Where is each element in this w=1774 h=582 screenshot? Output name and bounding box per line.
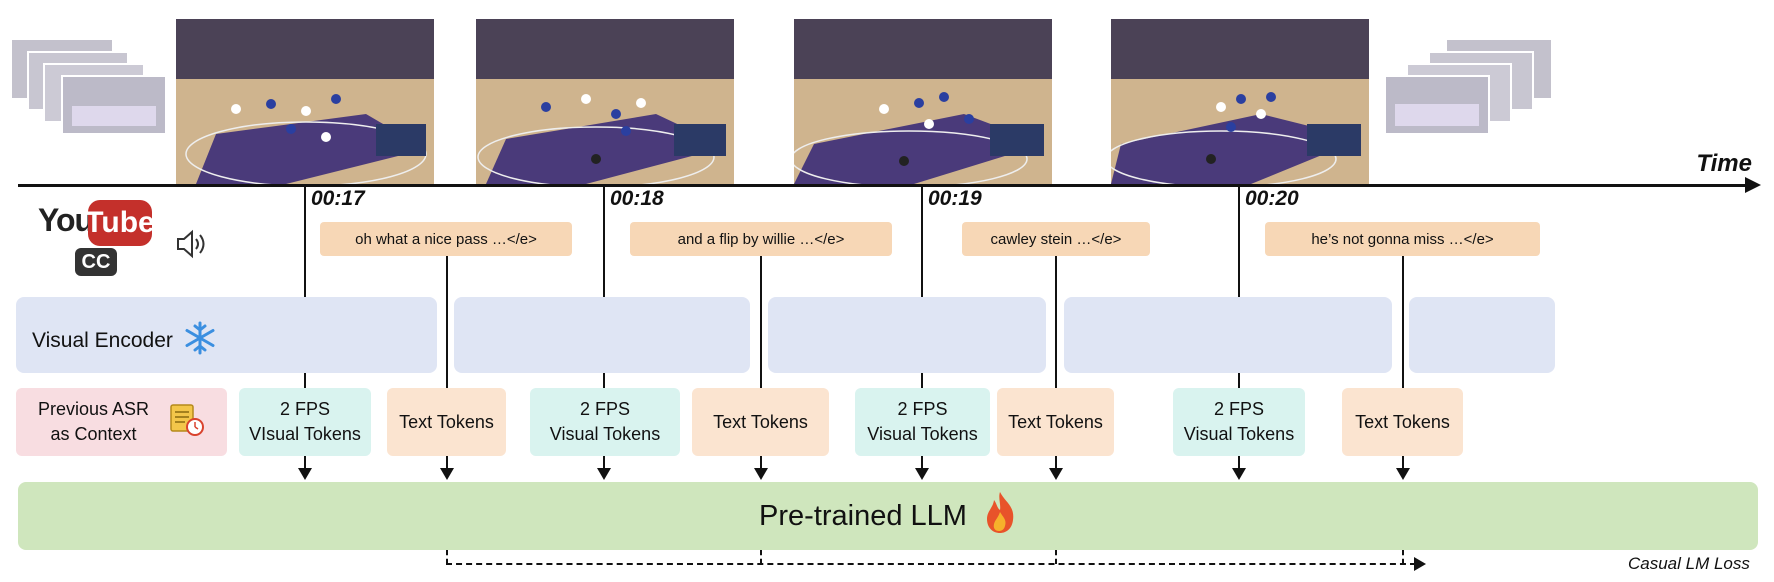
visual-encoder-block	[768, 297, 1046, 373]
timeline-axis	[18, 184, 1748, 187]
llm-label: Pre-trained LLM	[759, 499, 967, 532]
arrow-down-icon	[597, 468, 611, 480]
caption-connector	[1055, 256, 1057, 470]
pretrained-llm-block: Pre-trained LLM	[18, 482, 1758, 550]
fire-icon	[983, 490, 1017, 542]
visual-encoder-label: Visual Encoder	[32, 329, 173, 352]
visual-encoder-block	[1064, 297, 1392, 373]
basketball-frame-image	[1111, 19, 1369, 184]
arrow-down-icon	[1232, 468, 1246, 480]
visual-tokens-line1: 2 FPS	[1213, 399, 1264, 419]
visual-tokens-line1: 2 FPS	[897, 399, 948, 419]
visual-tokens-line1: 2 FPS	[279, 399, 331, 419]
text-tokens-block: Text Tokens	[387, 388, 506, 456]
caption-connector	[1402, 256, 1404, 470]
asr-caption: he’s not gonna miss …</e>	[1265, 222, 1540, 256]
previous-asr-context-token: Previous ASR as Context	[16, 388, 227, 456]
stacked-frames-image	[1384, 40, 1551, 135]
logo-you-text: You	[38, 202, 94, 238]
logo-tube-badge: Tube	[85, 200, 155, 246]
asr-caption: cawley stein …</e>	[962, 222, 1150, 256]
arrow-down-icon	[1049, 468, 1063, 480]
timestamp: 00:20	[1245, 187, 1299, 210]
arrow-down-icon	[298, 468, 312, 480]
visual-tokens-line2: VIsual Tokens	[249, 424, 361, 444]
basketball-frame-image	[794, 19, 1052, 184]
video-frame	[794, 19, 1052, 184]
text-tokens-block: Text Tokens	[1342, 388, 1463, 456]
visual-tokens-block: 2 FPS Visual Tokens	[530, 388, 680, 456]
asr-caption: oh what a nice pass …</e>	[320, 222, 572, 256]
visual-encoder-block	[454, 297, 750, 373]
basketball-frame-image	[476, 19, 734, 184]
loss-label: Casual LM Loss	[1628, 554, 1750, 573]
visual-tokens-line1: 2 FPS	[579, 399, 630, 419]
timestamp: 00:18	[610, 187, 664, 210]
youtube-cc-logo: You Tube CC	[38, 200, 155, 278]
video-frame	[1111, 19, 1369, 184]
loss-connector	[760, 550, 762, 564]
caption-connector	[760, 256, 762, 470]
arrow-down-icon	[440, 468, 454, 480]
arrow-down-icon	[1396, 468, 1410, 480]
context-label-line1: Previous ASR	[37, 399, 150, 419]
loss-connector	[1402, 550, 1404, 564]
loss-arrowhead	[1414, 557, 1426, 571]
visual-encoder-block: Visual Encoder	[16, 297, 437, 373]
time-axis-label: Time	[1696, 150, 1752, 177]
text-tokens-block: Text Tokens	[692, 388, 829, 456]
context-label-line2: as Context	[50, 424, 137, 444]
caption-connector	[446, 256, 448, 470]
video-frame	[476, 19, 734, 184]
loss-connector	[446, 550, 448, 564]
snowflake-icon	[183, 321, 217, 361]
loss-line	[446, 563, 1416, 565]
visual-tokens-line2: Visual Tokens	[1183, 424, 1295, 444]
visual-tokens-block: 2 FPS Visual Tokens	[855, 388, 990, 456]
visual-tokens-line2: Visual Tokens	[867, 424, 978, 444]
arrow-down-icon	[915, 468, 929, 480]
text-tokens-block: Text Tokens	[997, 388, 1114, 456]
visual-tokens-block: 2 FPS Visual Tokens	[1173, 388, 1305, 456]
stacked-frames-image	[12, 40, 167, 135]
speaker-icon	[176, 229, 210, 264]
history-scroll-clock-icon	[167, 401, 205, 444]
timeline-arrowhead	[1745, 177, 1761, 193]
video-frame	[176, 19, 434, 184]
visual-tokens-line2: Visual Tokens	[549, 424, 661, 444]
past-frames-stack	[12, 40, 172, 141]
visual-encoder-block	[1409, 297, 1555, 373]
visual-tokens-block: 2 FPS VIsual Tokens	[239, 388, 371, 456]
future-frames-stack	[1384, 40, 1555, 141]
basketball-frame-image	[176, 19, 434, 184]
timestamp: 00:19	[928, 187, 982, 210]
logo-cc-badge: CC	[75, 248, 117, 276]
timestamp: 00:17	[311, 187, 365, 210]
loss-connector	[1055, 550, 1057, 564]
arrow-down-icon	[754, 468, 768, 480]
asr-caption: and a flip by willie …</e>	[630, 222, 892, 256]
